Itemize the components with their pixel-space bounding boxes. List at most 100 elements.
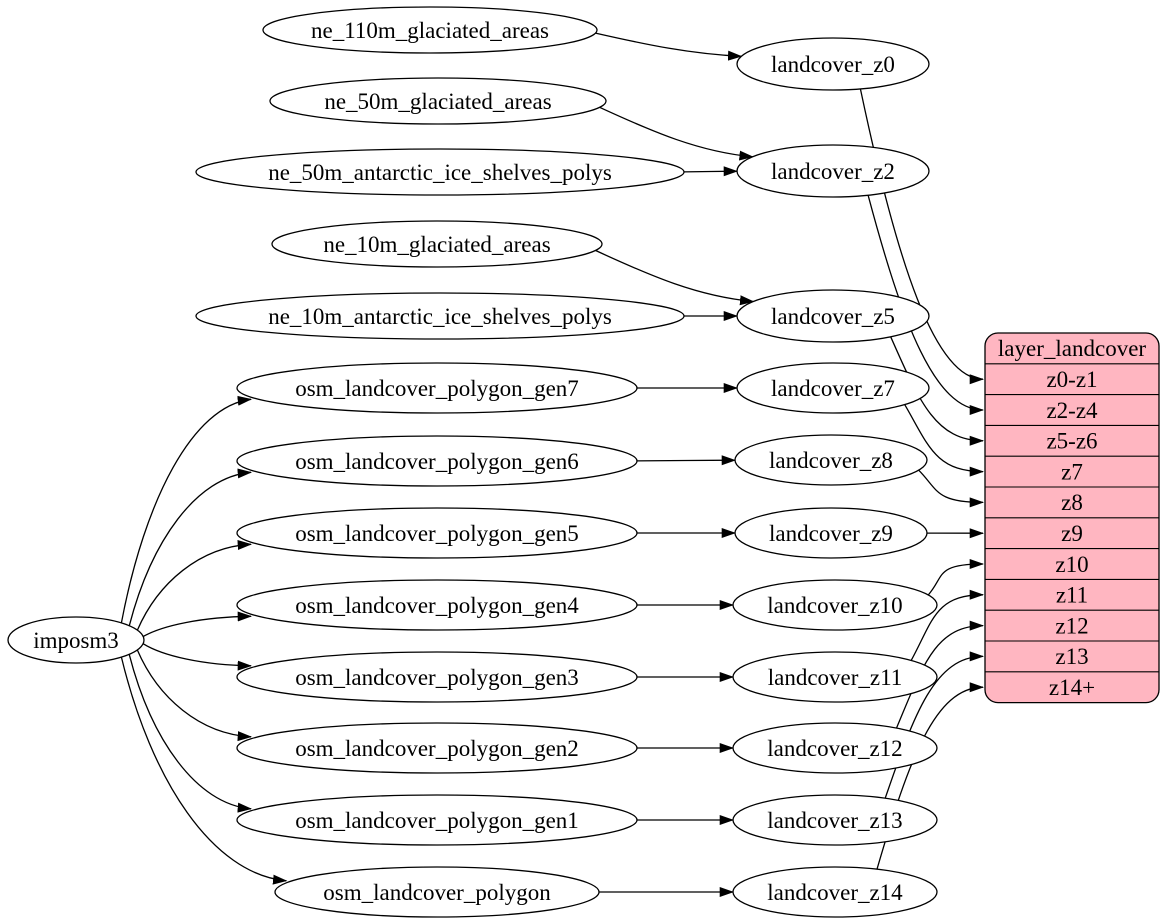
osm_landcover_polygon-ellipse bbox=[274, 866, 600, 918]
osm_landcover_polygon_gen1-ellipse bbox=[236, 794, 638, 846]
ne_50m_antarctic_ice_shelves_polys-label: ne_50m_antarctic_ice_shelves_polys bbox=[268, 160, 612, 185]
osm_landcover_polygon_gen7-label: osm_landcover_polygon_gen7 bbox=[295, 376, 579, 401]
edge-ne_50m_glaciated_areas-to-landcover_z2 bbox=[599, 106, 754, 161]
edge-imposm3-to-osm_landcover_polygon_gen5 bbox=[136, 539, 252, 631]
osm_landcover_polygon_gen4-label: osm_landcover_polygon_gen4 bbox=[295, 593, 579, 618]
node-osm_landcover_polygon_gen2: osm_landcover_polygon_gen2 bbox=[236, 722, 638, 774]
landcover_z11-ellipse bbox=[732, 651, 938, 703]
landcover_z5-label: landcover_z5 bbox=[771, 304, 895, 329]
layer_landcover-row-z13: z13 bbox=[1055, 644, 1088, 669]
osm_landcover_polygon_gen6-label: osm_landcover_polygon_gen6 bbox=[295, 449, 579, 474]
landcover_z9-ellipse bbox=[734, 507, 928, 559]
edge-landcover_z2-to-z2-z4 bbox=[867, 195, 985, 415]
node-ne_10m_glaciated_areas: ne_10m_glaciated_areas bbox=[271, 220, 603, 268]
ne_10m_glaciated_areas-label: ne_10m_glaciated_areas bbox=[323, 232, 550, 257]
node-osm_landcover_polygon_gen3: osm_landcover_polygon_gen3 bbox=[236, 651, 638, 703]
edge-imposm3-to-osm_landcover_polygon_gen4 bbox=[142, 611, 253, 638]
landcover_z0-label: landcover_z0 bbox=[771, 52, 895, 77]
layer_landcover-row-z7: z7 bbox=[1061, 459, 1083, 484]
osm_landcover_polygon_gen2-label: osm_landcover_polygon_gen2 bbox=[295, 736, 579, 761]
edge-landcover_z8-to-z8 bbox=[918, 469, 985, 508]
landcover_z8-ellipse bbox=[734, 434, 928, 486]
node-osm_landcover_polygon_gen4: osm_landcover_polygon_gen4 bbox=[236, 579, 638, 631]
osm_landcover_polygon_gen4-ellipse bbox=[236, 579, 638, 631]
landcover_z8-label: landcover_z8 bbox=[769, 448, 893, 473]
layer_landcover-row-z0-z1: z0-z1 bbox=[1046, 367, 1097, 392]
node-landcover_z5: landcover_z5 bbox=[736, 289, 930, 343]
ne_10m_antarctic_ice_shelves_polys-label: ne_10m_antarctic_ice_shelves_polys bbox=[268, 304, 612, 329]
landcover_z2-ellipse bbox=[736, 144, 930, 198]
ne_10m_antarctic_ice_shelves_polys-ellipse bbox=[195, 292, 685, 340]
edge-landcover_z14-to-z14+ bbox=[876, 682, 985, 870]
edge-ne_110m_glaciated_areas-to-landcover_z0 bbox=[595, 32, 743, 61]
osm_landcover_polygon_gen5-label: osm_landcover_polygon_gen5 bbox=[295, 521, 579, 546]
ne_50m_glaciated_areas-ellipse bbox=[269, 77, 607, 125]
node-landcover_z14: landcover_z14 bbox=[732, 866, 938, 918]
edge-imposm3-to-osm_landcover_polygon_gen1 bbox=[128, 654, 252, 813]
edge-landcover_z12-to-z12 bbox=[895, 620, 985, 729]
node-ne_50m_glaciated_areas: ne_50m_glaciated_areas bbox=[269, 77, 607, 125]
osm_landcover_polygon_gen2-ellipse bbox=[236, 722, 638, 774]
edge-ne_10m_glaciated_areas-to-landcover_z5 bbox=[595, 249, 755, 306]
node-landcover_z9: landcover_z9 bbox=[734, 507, 928, 559]
edge-imposm3-to-osm_landcover_polygon_gen7 bbox=[120, 395, 252, 624]
record-layer_landcover: layer_landcoverz0-z1z2-z4z5-z6z7z8z9z10z… bbox=[984, 332, 1160, 704]
layer_landcover-row-z10: z10 bbox=[1055, 552, 1088, 577]
edge-landcover_z5-to-z5-z6 bbox=[890, 336, 985, 446]
node-ne_50m_antarctic_ice_shelves_polys: ne_50m_antarctic_ice_shelves_polys bbox=[195, 148, 685, 196]
landcover_z14-label: landcover_z14 bbox=[767, 880, 903, 905]
osm_landcover_polygon_gen6-ellipse bbox=[236, 435, 638, 487]
landcover_z5-ellipse bbox=[736, 289, 930, 343]
landcover_z10-label: landcover_z10 bbox=[767, 593, 902, 618]
edge-imposm3-to-osm_landcover_polygon_gen2 bbox=[136, 649, 252, 742]
edge-ne_50m_antarctic_ice_shelves_polys-to-landcover_z2 bbox=[683, 166, 739, 177]
node-imposm3: imposm3 bbox=[7, 616, 145, 664]
landcover_z2-label: landcover_z2 bbox=[771, 159, 895, 184]
landcover_z12-label: landcover_z12 bbox=[767, 736, 902, 761]
node-osm_landcover_polygon_gen6: osm_landcover_polygon_gen6 bbox=[236, 435, 638, 487]
landcover_z13-ellipse bbox=[732, 794, 938, 846]
ne_50m_antarctic_ice_shelves_polys-ellipse bbox=[195, 148, 685, 196]
node-landcover_z13: landcover_z13 bbox=[732, 794, 938, 846]
edge-landcover_z10-to-z10 bbox=[927, 558, 985, 596]
osm_landcover_polygon-label: osm_landcover_polygon bbox=[323, 880, 551, 905]
osm_landcover_polygon_gen7-ellipse bbox=[236, 362, 638, 414]
node-landcover_z0: landcover_z0 bbox=[736, 37, 930, 91]
node-landcover_z10: landcover_z10 bbox=[732, 579, 938, 631]
landcover_z12-ellipse bbox=[732, 722, 938, 774]
node-landcover_z2: landcover_z2 bbox=[736, 144, 930, 198]
ne_110m_glaciated_areas-ellipse bbox=[262, 6, 598, 54]
ne_110m_glaciated_areas-label: ne_110m_glaciated_areas bbox=[311, 18, 549, 43]
imposm3-label: imposm3 bbox=[33, 628, 119, 653]
node-landcover_z8: landcover_z8 bbox=[734, 434, 928, 486]
layer_landcover-row-z12: z12 bbox=[1055, 613, 1088, 638]
node-osm_landcover_polygon_gen5: osm_landcover_polygon_gen5 bbox=[236, 507, 638, 559]
landcover_z11-label: landcover_z11 bbox=[768, 665, 903, 690]
ne_10m_glaciated_areas-ellipse bbox=[271, 220, 603, 268]
edge-imposm3-to-osm_landcover_polygon bbox=[120, 656, 288, 885]
node-osm_landcover_polygon: osm_landcover_polygon bbox=[274, 866, 600, 918]
landcover_z7-label: landcover_z7 bbox=[771, 376, 895, 401]
layer_landcover-row-z2-z4: z2-z4 bbox=[1046, 398, 1098, 423]
layer_landcover-row-z8: z8 bbox=[1061, 490, 1083, 515]
ne_50m_glaciated_areas-label: ne_50m_glaciated_areas bbox=[324, 89, 551, 114]
node-osm_landcover_polygon_gen1: osm_landcover_polygon_gen1 bbox=[236, 794, 638, 846]
node-landcover_z12: landcover_z12 bbox=[732, 722, 938, 774]
edge-osm_landcover_polygon_gen6-to-landcover_z8 bbox=[636, 455, 737, 466]
layer_landcover-row-z14+: z14+ bbox=[1049, 675, 1095, 700]
osm_landcover_polygon_gen3-label: osm_landcover_polygon_gen3 bbox=[295, 665, 579, 690]
edge-imposm3-to-osm_landcover_polygon_gen6 bbox=[128, 468, 252, 626]
layer_landcover-row-z11: z11 bbox=[1056, 583, 1088, 608]
layer_landcover-row-z5-z6: z5-z6 bbox=[1046, 429, 1097, 454]
node-ne_110m_glaciated_areas: ne_110m_glaciated_areas bbox=[262, 6, 598, 54]
landcover_z13-label: landcover_z13 bbox=[767, 808, 902, 833]
node-osm_landcover_polygon_gen7: osm_landcover_polygon_gen7 bbox=[236, 362, 638, 414]
node-landcover_z7: landcover_z7 bbox=[736, 362, 930, 414]
landcover_z14-ellipse bbox=[732, 866, 938, 918]
osm_landcover_polygon_gen5-ellipse bbox=[236, 507, 638, 559]
edge-imposm3-to-osm_landcover_polygon_gen3 bbox=[142, 643, 253, 671]
edge-landcover_z11-to-z11 bbox=[910, 589, 985, 661]
landcover_z9-label: landcover_z9 bbox=[769, 521, 893, 546]
